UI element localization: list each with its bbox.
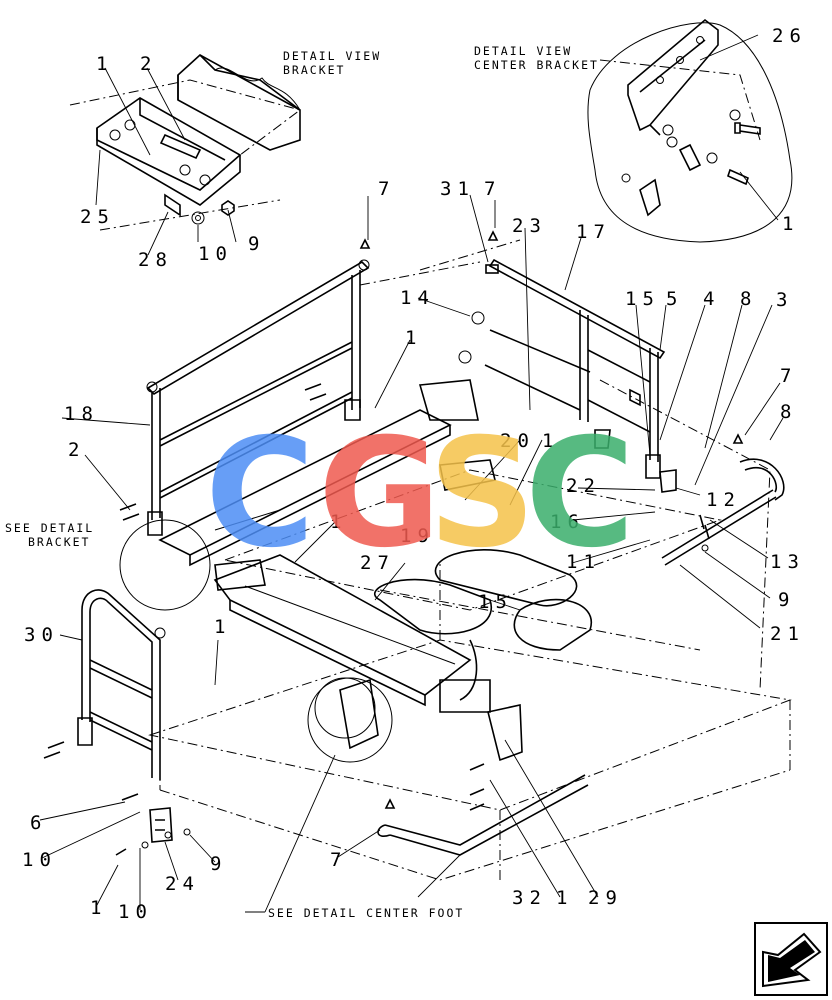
callout: 10 <box>118 901 153 923</box>
callout: 15 <box>625 288 660 310</box>
right-handrail <box>659 458 785 566</box>
callout: 1 <box>90 897 107 919</box>
callout: 32 <box>512 887 547 909</box>
callout: 18 <box>64 403 99 425</box>
callout: 20 <box>500 430 535 452</box>
callout: 6 <box>30 812 47 834</box>
callout: 7 <box>378 178 395 200</box>
callout: 9 <box>248 233 265 255</box>
callout: 1 <box>542 430 559 452</box>
callout: 8 <box>740 288 757 310</box>
callout: 12 <box>706 489 741 511</box>
callout: 10 <box>22 849 57 871</box>
watermark-letter-2: G <box>318 407 441 581</box>
callout: 11 <box>566 551 601 573</box>
callout: 30 <box>24 624 59 646</box>
callout: 16 <box>550 511 585 533</box>
watermark-letter-3: S <box>428 407 536 581</box>
see-detail-center-foot-circle <box>307 677 393 763</box>
right-guard-rail <box>458 258 666 479</box>
left-guard-rail <box>146 259 370 536</box>
detail-center-bracket <box>587 18 793 243</box>
watermark-letter-1: C <box>205 407 315 581</box>
callout: 25 <box>80 206 115 228</box>
callout: 1 <box>556 887 573 909</box>
callout: 26 <box>772 25 807 47</box>
caption-detail-center-2: CENTER BRACKET <box>474 58 599 72</box>
callout: 3 <box>776 289 793 311</box>
watermark-letter-4: C <box>525 407 635 581</box>
callout: 9 <box>210 853 227 875</box>
arrow-return-icon[interactable] <box>754 922 828 996</box>
callout: 24 <box>165 873 200 895</box>
callout: 4 <box>703 288 720 310</box>
lower-bracket <box>149 677 589 856</box>
callout: 27 <box>360 552 395 574</box>
callout: 1 <box>782 213 799 235</box>
callout: 9 <box>778 589 795 611</box>
leader-lines <box>39 34 784 913</box>
callout: 31 <box>440 178 475 200</box>
callout: 10 <box>198 243 233 265</box>
callout: 7 <box>484 178 501 200</box>
callout: 5 <box>666 288 683 310</box>
callout: 22 <box>566 475 601 497</box>
caption-see-detail-bracket-2: BRACKET <box>28 535 90 549</box>
callout: 1 <box>214 616 231 638</box>
callout: 8 <box>780 401 797 423</box>
callout: 1 <box>96 53 113 75</box>
callout: 2 <box>68 439 85 461</box>
caption-group: DETAIL VIEW BRACKET DETAIL VIEW CENTER B… <box>5 44 599 920</box>
callout: 7 <box>330 849 347 871</box>
caption-see-detail-bracket-1: SEE DETAIL <box>5 521 94 535</box>
callout: 23 <box>512 215 547 237</box>
watermark: C G S C <box>205 407 635 581</box>
detail-bracket-assembly <box>96 54 301 225</box>
callout: 1 <box>330 511 347 533</box>
callout: 29 <box>588 887 623 909</box>
callout: 2 <box>140 53 157 75</box>
ladder <box>77 589 166 780</box>
callout: 28 <box>138 249 173 271</box>
callout-labels: 1 2 25 28 10 9 26 1 7 31 7 23 17 14 1 15… <box>22 25 807 923</box>
see-detail-bracket-circle <box>119 519 211 611</box>
callout: 14 <box>400 287 435 309</box>
callout: 13 <box>770 551 805 573</box>
callout: 17 <box>576 221 611 243</box>
callout: 7 <box>780 365 797 387</box>
callout: 1 <box>405 327 422 349</box>
walkway-platforms <box>158 379 491 713</box>
callout: 21 <box>770 623 805 645</box>
callout: 15 <box>478 591 513 613</box>
caption-detail-bracket-2: BRACKET <box>283 63 345 77</box>
caption-see-detail-center-foot: SEE DETAIL CENTER FOOT <box>268 906 464 920</box>
callout: 19 <box>400 525 435 547</box>
caption-detail-bracket-1: DETAIL VIEW <box>283 49 381 63</box>
caption-detail-center-1: DETAIL VIEW <box>474 44 572 58</box>
